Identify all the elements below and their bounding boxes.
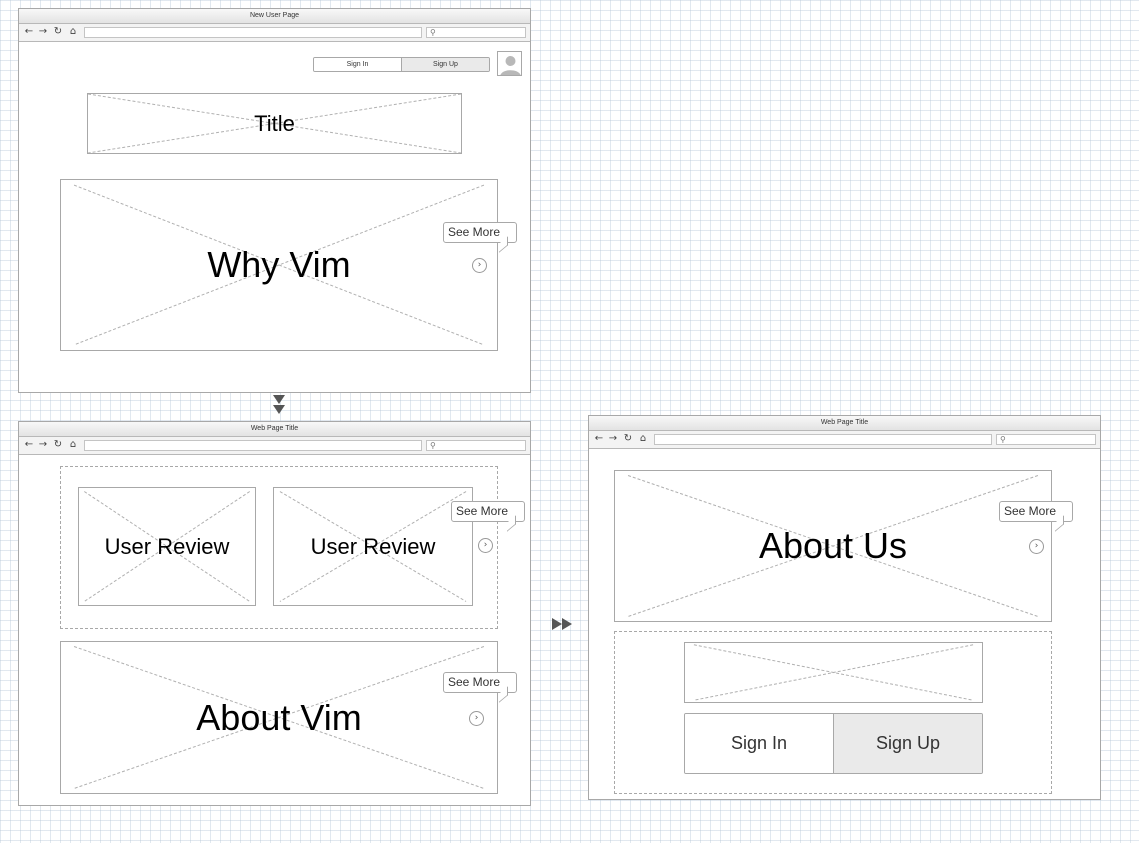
search-icon: ⚲ xyxy=(430,28,436,37)
user-review-label: User Review xyxy=(310,533,436,559)
sign-in-sign-up-buttons: Sign In Sign Up xyxy=(684,713,983,774)
sign-up-button[interactable]: Sign Up xyxy=(402,58,489,71)
back-arrow-icon[interactable]: ← xyxy=(594,433,604,444)
sign-in-button[interactable]: Sign In xyxy=(685,714,834,773)
url-bar[interactable] xyxy=(654,434,992,445)
forward-arrow-icon[interactable]: → xyxy=(38,26,48,37)
see-more-callout[interactable]: See More xyxy=(999,501,1073,522)
user-silhouette-icon xyxy=(500,56,521,75)
back-arrow-icon[interactable]: ← xyxy=(24,439,34,450)
forward-arrow-icon[interactable]: → xyxy=(608,433,618,444)
chevron-right-icon[interactable]: › xyxy=(472,258,487,273)
see-more-callout[interactable]: See More xyxy=(443,672,517,693)
browser-toolbar: ← → ↻ ⌂ ⚲ xyxy=(19,24,530,42)
double-down-arrow-icon xyxy=(273,395,285,414)
sign-in-sign-up-buttons: Sign In Sign Up xyxy=(313,57,490,72)
forward-arrow-icon[interactable]: → xyxy=(38,439,48,450)
back-arrow-icon[interactable]: ← xyxy=(24,26,34,37)
url-bar[interactable] xyxy=(84,27,422,38)
reload-icon[interactable]: ↻ xyxy=(53,439,63,450)
about-vim-label: About Vim xyxy=(196,696,362,738)
see-more-callout[interactable]: See More xyxy=(451,501,525,522)
browser-toolbar: ← → ↻ ⌂ ⚲ xyxy=(589,431,1100,449)
search-icon: ⚲ xyxy=(430,441,436,450)
home-icon[interactable]: ⌂ xyxy=(69,26,77,37)
search-icon: ⚲ xyxy=(1000,435,1006,444)
search-field[interactable]: ⚲ xyxy=(996,434,1096,445)
search-field[interactable]: ⚲ xyxy=(426,440,526,451)
why-vim-label: Why Vim xyxy=(207,244,351,285)
search-field[interactable]: ⚲ xyxy=(426,27,526,38)
url-bar[interactable] xyxy=(84,440,422,451)
avatar[interactable] xyxy=(497,51,522,76)
chevron-right-icon[interactable]: › xyxy=(1029,539,1044,554)
user-review-label: User Review xyxy=(104,533,230,559)
reload-icon[interactable]: ↻ xyxy=(53,26,63,37)
wireframe-window-new-user-page: New User Page ← → ↻ ⌂ ⚲ Sign In Sign Up … xyxy=(18,8,531,393)
sign-in-button[interactable]: Sign In xyxy=(314,58,402,71)
see-more-callout[interactable]: See More xyxy=(443,222,517,243)
user-review-placeholder-1: User Review xyxy=(78,487,256,606)
about-us-label: About Us xyxy=(758,525,908,566)
sign-up-button[interactable]: Sign Up xyxy=(834,714,982,773)
signup-container xyxy=(614,631,1052,794)
chevron-right-icon[interactable]: › xyxy=(478,538,493,553)
reload-icon[interactable]: ↻ xyxy=(623,433,633,444)
user-review-placeholder-2: User Review xyxy=(273,487,473,606)
about-vim-placeholder: About Vim xyxy=(60,641,498,794)
chevron-right-icon[interactable]: › xyxy=(469,711,484,726)
home-icon[interactable]: ⌂ xyxy=(69,439,77,450)
window-title: New User Page xyxy=(19,9,530,24)
why-vim-hero-placeholder: Why Vim xyxy=(60,179,498,351)
wireframe-window-reviews-page: Web Page Title ← → ↻ ⌂ ⚲ User Review Use… xyxy=(18,421,531,806)
double-right-arrow-icon xyxy=(552,618,572,630)
wireframe-window-about-us-page: Web Page Title ← → ↻ ⌂ ⚲ About Us See Mo… xyxy=(588,415,1101,800)
title-label: Title xyxy=(254,110,295,136)
logo-placeholder xyxy=(684,642,983,703)
title-placeholder: Title xyxy=(87,93,462,154)
home-icon[interactable]: ⌂ xyxy=(639,433,647,444)
window-title: Web Page Title xyxy=(589,416,1100,431)
window-title: Web Page Title xyxy=(19,422,530,437)
reviews-container xyxy=(60,466,498,629)
browser-toolbar: ← → ↻ ⌂ ⚲ xyxy=(19,437,530,455)
about-us-placeholder: About Us xyxy=(614,470,1052,622)
